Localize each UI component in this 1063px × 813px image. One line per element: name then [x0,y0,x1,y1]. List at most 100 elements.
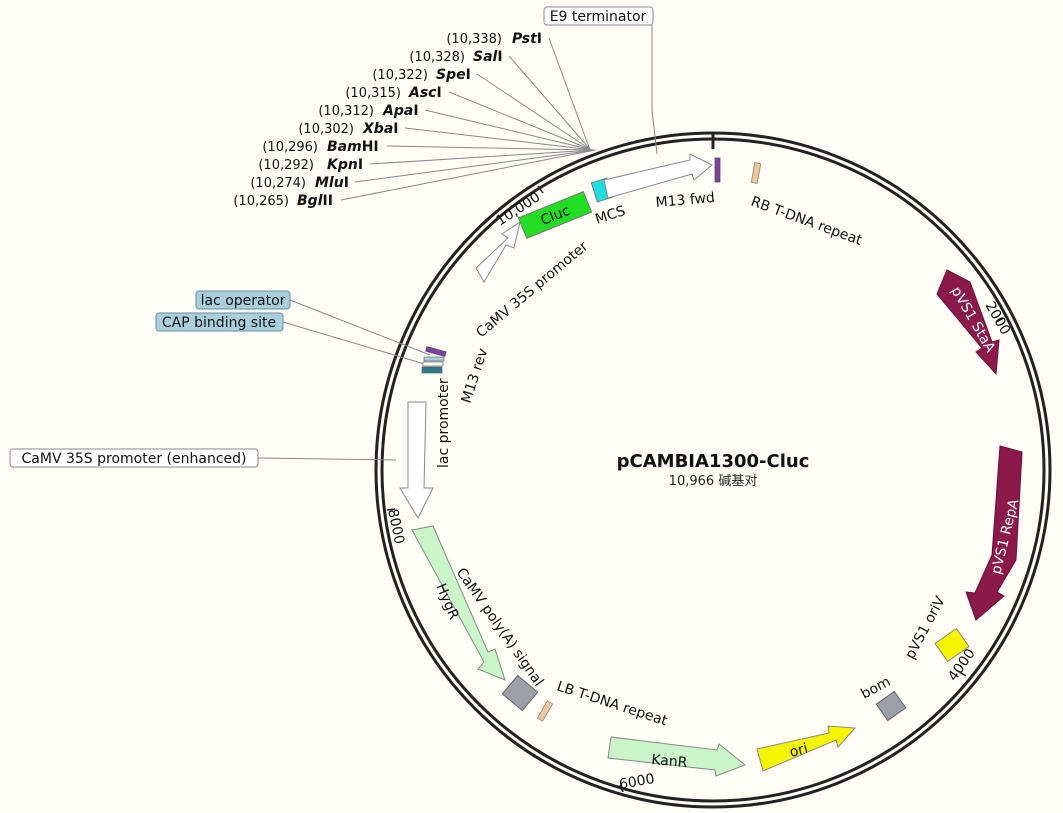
label-rb-tdna-repeat: RB T-DNA repeat [749,194,865,249]
feature-ori[interactable] [756,725,857,772]
plasmid-size: 10,966 碱基对 [669,474,758,489]
enzyme-name-italic: Kpn [327,157,358,173]
enzyme-name[interactable]: PstI [512,31,542,47]
feature-hygr[interactable] [411,525,506,681]
feature-camv-polya-signal[interactable] [501,674,539,712]
enzyme-leader [476,73,592,151]
tick-mark [957,670,967,677]
enzyme-name-suffix: I [413,103,418,119]
enzyme-position: (10,328) [409,50,465,65]
label-mcs: MCS [593,203,627,228]
callout-lines [257,25,658,461]
callout-leader [651,25,658,155]
enzyme-name-suffix: I [436,85,441,101]
feature-bom[interactable] [875,690,907,722]
enzyme-name-suffix: I [497,49,502,65]
label-lb-tdna-repeat: LB T-DNA repeat [555,679,670,730]
feature-m13-rev[interactable] [425,346,447,357]
feature-lac-operator[interactable] [423,356,445,362]
feature-camv-35s-promoter[interactable] [475,220,521,283]
enzyme-position: (10,312) [318,104,374,119]
enzyme-name-suffix: I [466,67,471,83]
feature-pvs1-oriv[interactable] [934,627,970,663]
features: Cluc [399,153,1023,777]
callout-camv-35s-enhanced-box[interactable] [9,448,259,468]
feature-pvs1-repa[interactable] [965,445,1023,621]
feature-cluc[interactable] [517,191,593,239]
enzyme-name-italic: Xba [362,121,393,137]
enzyme-leader [508,55,591,151]
enzyme-leader [548,37,591,151]
tick-mark [619,784,624,793]
feature-m13-fwd[interactable] [714,157,721,183]
label-kanr: KanR [651,752,689,771]
enzyme-name-italic: Mlu [315,175,344,191]
tick-label: 6000 [618,771,656,793]
enzyme-name[interactable]: BamHI [327,139,379,155]
enzyme-position: (10,302) [298,122,354,137]
enzyme-position: (10,265) [233,194,289,209]
enzyme-name[interactable]: SalI [473,49,503,65]
tick-mark [995,317,1005,323]
callout-camv-35s-enhanced: CaMV 35S promoter (enhanced) [22,451,247,467]
enzyme-leader [386,145,594,151]
callout-cap-binding-site: CAP binding site [162,315,276,331]
enzyme-name-suffix: HI [362,139,379,155]
enzyme-leader [340,149,596,201]
enzyme-name-italic: Sal [473,49,498,65]
callout-lac-operator-box[interactable] [195,290,291,310]
feature-kanr[interactable] [607,736,746,777]
enzyme-leader [404,127,594,151]
enzyme-name-italic: Bgl [297,193,323,209]
enzyme-name[interactable]: SpeI [436,67,471,83]
feature-camv-35s-enhanced[interactable] [399,401,434,520]
callout-leader [282,321,429,366]
enzyme-name-suffix: I [344,175,349,191]
enzyme-name[interactable]: BglII [297,193,333,209]
enzyme-name[interactable]: ApaI [382,103,419,119]
enzyme-name-suffix: I [537,31,542,47]
feature-lac-promoter-mark[interactable] [422,361,444,367]
tick-mark [537,185,544,194]
enzyme-name-italic: Asc [408,85,437,101]
enzyme-name[interactable]: AscI [408,85,442,101]
enzyme-position: (10,322) [372,68,428,83]
feature-cap-binding-site[interactable] [421,366,443,374]
enzyme-position: (10,274) [250,176,306,191]
enzyme-name-suffix: II [323,193,333,209]
feature-vector-arrow [603,153,713,199]
enzyme-name-italic: Pst [512,31,538,47]
enzyme-position: (10,338) [446,32,502,47]
enzyme-leader [424,109,593,151]
enzyme-leader [354,149,595,183]
enzyme-name[interactable]: MluI [315,175,349,191]
callout-cap-binding-site-box[interactable] [155,312,284,332]
feature-rb-tdna-repeat[interactable] [750,162,762,184]
enzyme-name-italic: Spe [436,67,466,83]
plasmid-size-value: 10,966 [669,474,715,489]
enzyme-leader [448,91,592,151]
enzyme-name-italic: Bam [327,139,362,155]
callout-e9-terminator-box[interactable] [543,6,654,26]
callout-leader [289,299,431,356]
label-m13-fwd: M13 fwd [655,190,716,211]
enzyme-name[interactable]: XbaI [362,121,398,137]
enzyme-name[interactable]: KpnI [327,157,363,173]
enzyme-position: (10,315) [345,86,401,101]
restriction-sites: (10,338)PstI(10,328)SalI(10,322)SpeI(10,… [233,31,596,209]
enzyme-position: (10,296) [262,140,318,155]
callout-e9-terminator: E9 terminator [550,9,647,25]
enzyme-name-suffix: I [393,121,398,137]
callouts: E9 terminator lac operator CAP binding s… [9,6,654,468]
label-lac-promoter: lac promoter [436,378,452,468]
label-m13-rev: M13 rev [459,346,492,405]
plasmid-name: pCAMBIA1300-Cluc [617,451,810,472]
feature-lb-tdna-repeat[interactable] [536,700,554,722]
callout-leader [257,457,397,461]
enzyme-leader [369,149,595,165]
tick-mark [386,508,396,511]
feature-pvs1-staa[interactable] [936,269,1000,376]
label-ori: ori [788,741,810,761]
enzyme-name-suffix: I [358,157,363,173]
